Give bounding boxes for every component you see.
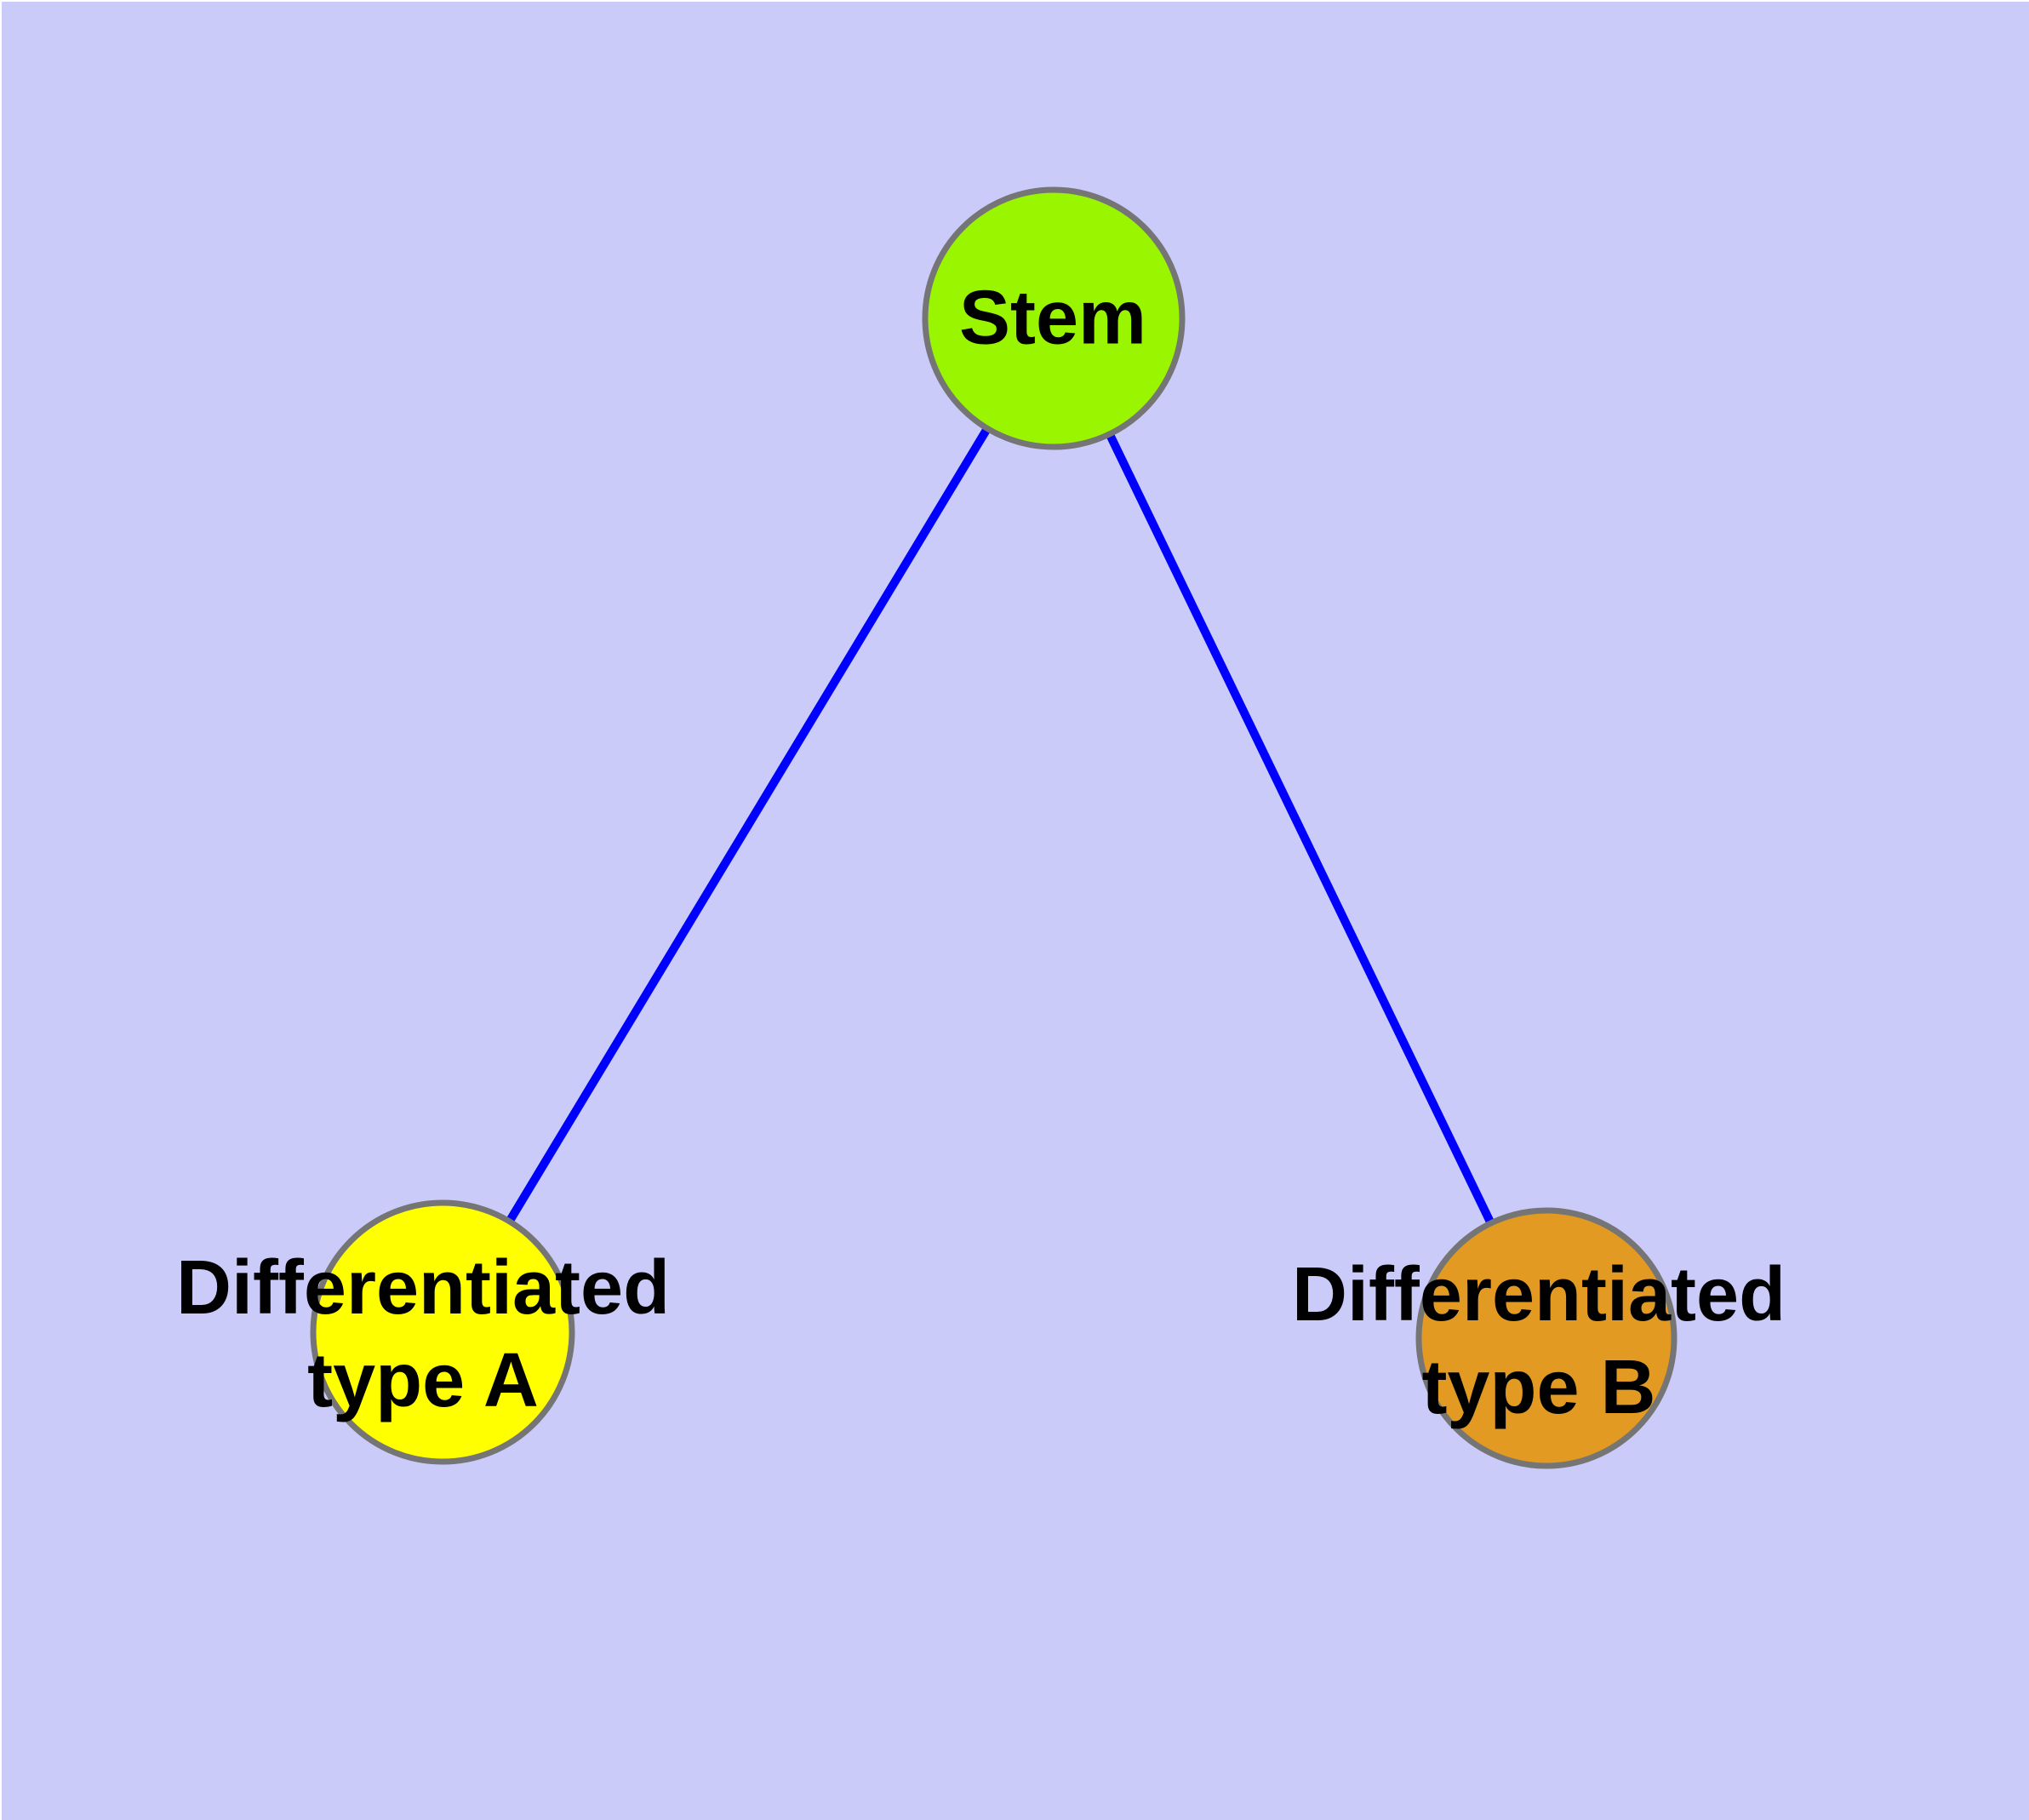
edge-stem-to-type-b	[1049, 316, 1551, 1341]
edge-stem-to-type-a	[438, 316, 1058, 1335]
node-type-b-circle	[1415, 1207, 1677, 1469]
node-type-a-circle	[310, 1199, 575, 1465]
node-stem-circle	[922, 186, 1186, 450]
